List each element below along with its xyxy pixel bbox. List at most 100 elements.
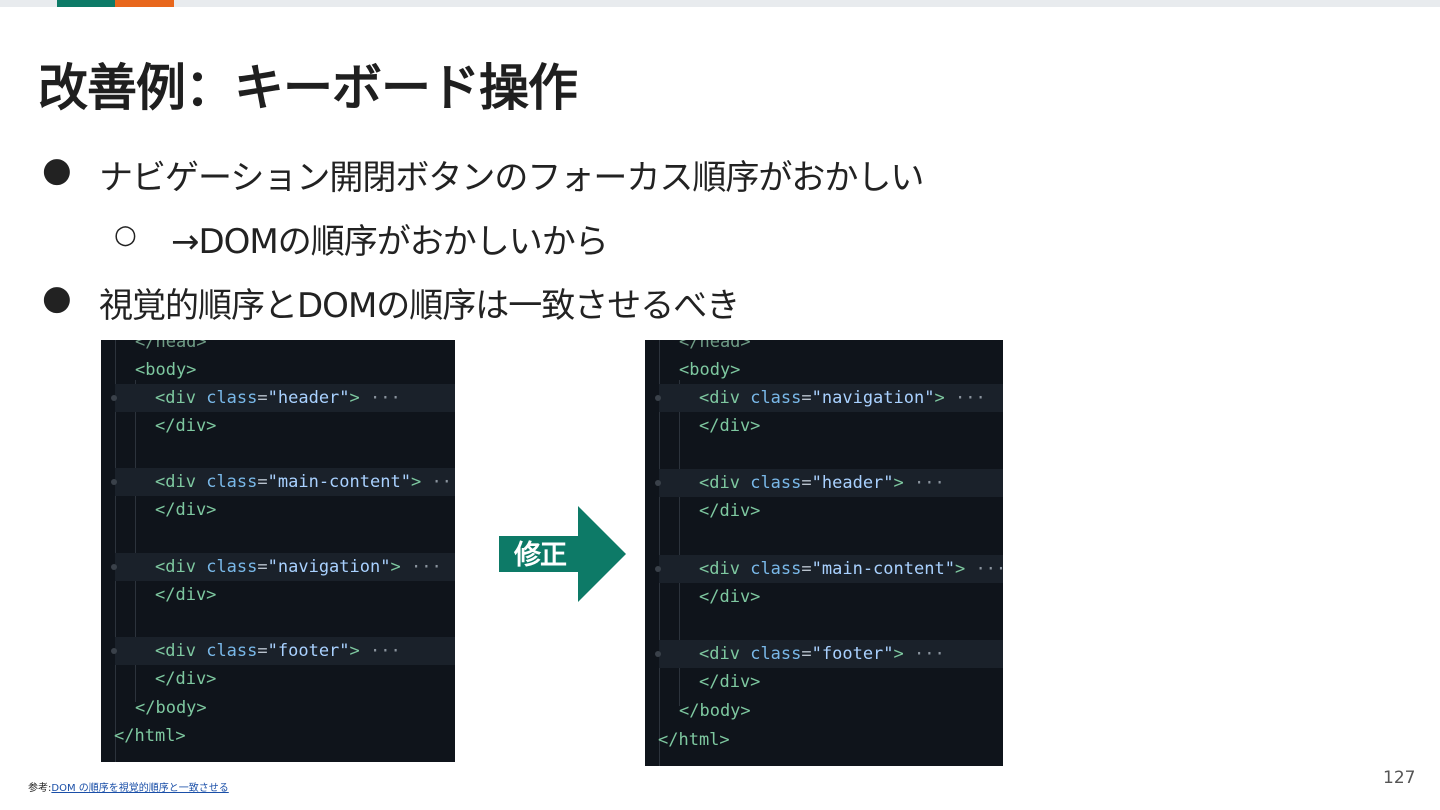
code-line: </div>: [645, 412, 1003, 440]
class-attribute: class: [206, 557, 258, 577]
html-close-tag: </html>: [114, 726, 186, 746]
div-open-tag: <div: [699, 559, 740, 579]
div-open-tag: <div: [155, 472, 196, 492]
code-line: <body>: [101, 356, 455, 384]
collapsed-ellipsis: ···: [975, 559, 1003, 579]
div-close-tag: </div>: [699, 416, 761, 436]
equals-sign: =: [801, 473, 812, 493]
class-value: "footer": [811, 644, 894, 664]
div-close-tag: </div>: [699, 501, 761, 521]
fold-marker-icon: [111, 479, 117, 485]
div-open-tag: <div: [699, 388, 740, 408]
collapsed-ellipsis: ···: [914, 473, 945, 493]
tag-close: >: [390, 557, 401, 577]
accent-green-segment: [57, 0, 115, 7]
code-line-highlighted: <div class="header"> ···: [655, 469, 1003, 497]
class-attribute: class: [750, 473, 802, 493]
page-number: 127: [1383, 768, 1416, 788]
code-line-highlighted: <div class="footer"> ···: [111, 637, 455, 665]
class-value: "main-content": [811, 559, 955, 579]
code-line: </div>: [645, 583, 1003, 611]
div-open-tag: <div: [699, 644, 740, 664]
fold-marker-icon: [111, 648, 117, 654]
fold-marker-icon: [111, 564, 117, 570]
tag-close: >: [934, 388, 945, 408]
tag-close: >: [349, 641, 360, 661]
code-line: </div>: [101, 581, 455, 609]
equals-sign: =: [801, 559, 812, 579]
body-open-tag: <body>: [135, 360, 197, 380]
collapsed-ellipsis: ···: [914, 644, 945, 664]
head-close-tag: </head>: [135, 340, 207, 352]
div-close-tag: </div>: [155, 500, 217, 520]
reference-prefix: 参考:: [28, 783, 52, 794]
tag-close: >: [954, 559, 966, 579]
right-arrow-icon: [499, 506, 626, 602]
div-open-tag: <div: [699, 473, 740, 493]
code-screenshot-before: </head> <body> <div class="header"> ··· …: [101, 340, 455, 762]
tag-close: >: [349, 388, 360, 408]
tag-close: >: [893, 473, 904, 493]
accent-orange-segment: [115, 0, 174, 7]
code-line-highlighted: <div class="header"> ···: [111, 384, 455, 412]
indent-guide: [135, 380, 136, 702]
reference-note: 参考:DOM の順序を視覚的順序と一致させる: [28, 779, 229, 794]
equals-sign: =: [257, 641, 268, 661]
collapsed-ellipsis: ···: [370, 641, 401, 661]
tag-close: >: [410, 472, 422, 492]
class-value: "navigation": [267, 557, 391, 577]
equals-sign: =: [257, 388, 268, 408]
class-value: "header": [267, 388, 350, 408]
code-line: </div>: [101, 496, 455, 524]
class-attribute: class: [750, 559, 802, 579]
code-line: </head>: [645, 340, 1003, 356]
equals-sign: =: [801, 644, 812, 664]
code-line-highlighted: <div class="navigation"> ···: [655, 384, 1003, 412]
slide-title: 改善例：キーボード操作: [38, 59, 578, 117]
code-line: </div>: [101, 412, 455, 440]
class-attribute: class: [206, 472, 258, 492]
fold-marker-icon: [655, 651, 661, 657]
indent-guide: [679, 380, 680, 706]
div-close-tag: </div>: [155, 585, 217, 605]
indent-guide: [115, 340, 116, 762]
code-line: </body>: [645, 697, 1003, 725]
sub-bullet-marker: ○: [114, 220, 137, 250]
div-open-tag: <div: [155, 388, 196, 408]
body-open-tag: <body>: [679, 360, 741, 380]
code-line: <body>: [645, 356, 1003, 384]
div-close-tag: </div>: [155, 669, 217, 689]
body-close-tag: </body>: [135, 698, 207, 718]
code-screenshot-after: </head> <body> <div class="navigation"> …: [645, 340, 1003, 766]
html-close-tag: </html>: [658, 730, 730, 750]
code-line: </div>: [645, 668, 1003, 696]
code-line: </body>: [101, 694, 455, 722]
class-value: "footer": [267, 641, 350, 661]
class-attribute: class: [750, 644, 802, 664]
collapsed-ellipsis: ···: [370, 388, 401, 408]
code-line: </head>: [101, 340, 455, 356]
reference-link[interactable]: DOM の順序を視覚的順序と一致させる: [51, 783, 229, 794]
collapsed-ellipsis: ···: [954, 388, 986, 408]
code-line-highlighted: <div class="footer"> ···: [655, 640, 1003, 668]
class-value: "main-content": [267, 472, 411, 492]
class-attribute: class: [750, 388, 802, 408]
tag-close: >: [893, 644, 904, 664]
div-open-tag: <div: [155, 641, 196, 661]
code-line-highlighted: <div class="main-content"> ···: [655, 555, 1003, 583]
bullet-marker: ●: [42, 278, 72, 318]
class-value: "navigation": [811, 388, 935, 408]
slide-top-accent-bar: [0, 0, 1440, 7]
equals-sign: =: [257, 557, 268, 577]
bullet-marker: ●: [42, 150, 72, 190]
equals-sign: =: [801, 388, 812, 408]
indent-guide: [659, 340, 660, 766]
code-line-highlighted: <div class="navigation"> ···: [111, 553, 455, 581]
div-open-tag: <div: [155, 557, 196, 577]
fold-marker-icon: [655, 395, 661, 401]
arrow-label: 修正: [514, 540, 567, 571]
code-line: </html>: [101, 722, 455, 750]
head-close-tag: </head>: [679, 340, 751, 352]
class-attribute: class: [206, 388, 258, 408]
code-line: </div>: [101, 665, 455, 693]
